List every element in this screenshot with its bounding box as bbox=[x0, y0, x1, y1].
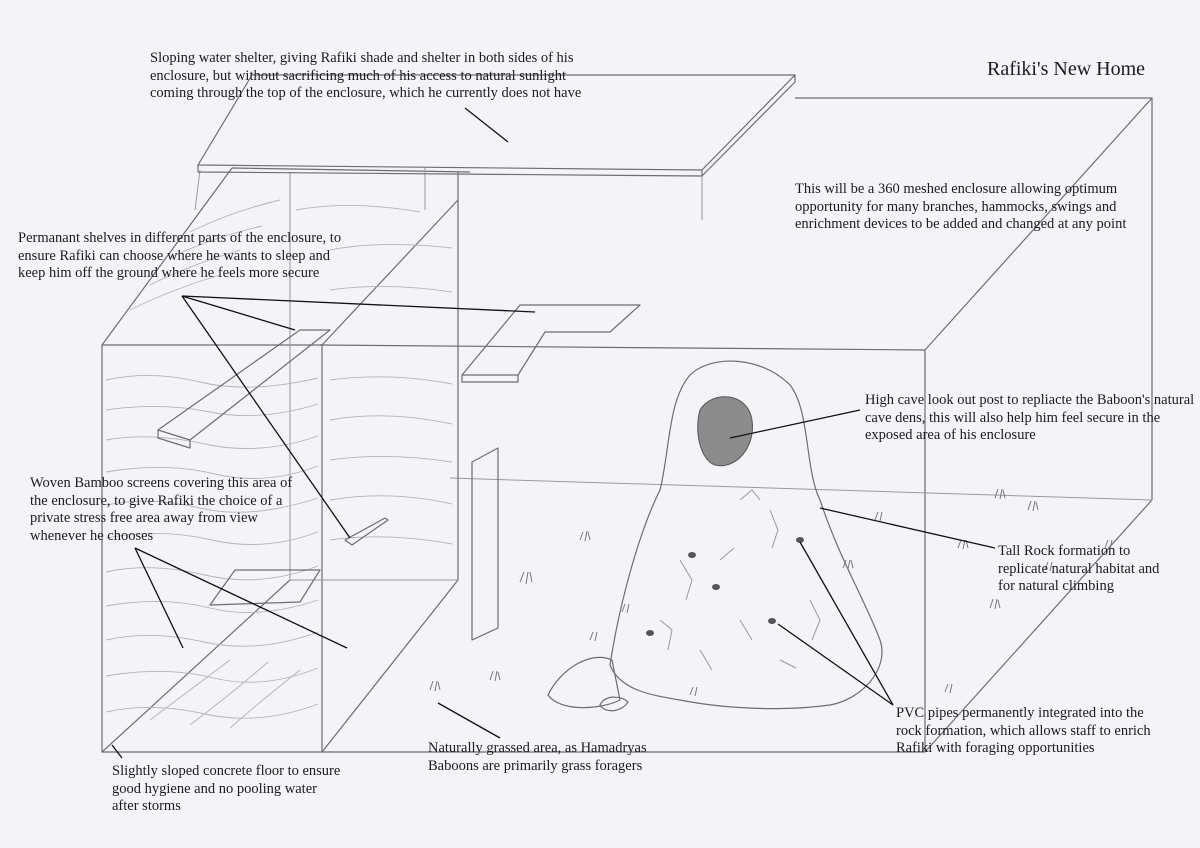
diagram-title: Rafiki's New Home bbox=[987, 58, 1146, 80]
leader-shelf-1 bbox=[181, 295, 296, 331]
leader-cave bbox=[729, 409, 861, 439]
leader-bamboo-2 bbox=[134, 547, 348, 649]
grass-tufts bbox=[429, 488, 1113, 697]
rock-formation bbox=[547, 360, 883, 712]
leader-water-shelter bbox=[464, 107, 509, 143]
annotation-meshed-enclosure: This will be a 360 meshed enclosure allo… bbox=[795, 181, 1127, 232]
leader-lines bbox=[111, 107, 996, 759]
leader-pvc-2 bbox=[777, 623, 894, 706]
water-shelter-roof bbox=[197, 74, 796, 177]
annotation-rock: Tall Rock formation to replicate natural… bbox=[998, 543, 1160, 594]
annotation-water-shelter: Sloping water shelter, giving Rafiki sha… bbox=[150, 50, 582, 101]
leader-shelf-2 bbox=[181, 295, 536, 313]
annotation-cave: High cave look out post to repliacte the… bbox=[865, 392, 1195, 443]
leader-shelf-3 bbox=[181, 295, 351, 539]
shelves bbox=[157, 304, 641, 606]
bamboo-screen-block bbox=[101, 167, 499, 753]
leader-bamboo-1 bbox=[134, 547, 184, 649]
annotation-concrete: Slightly sloped concrete floor to ensure… bbox=[112, 763, 341, 814]
annotation-bamboo: Woven Bamboo screens covering this area … bbox=[30, 475, 293, 544]
annotation-pvc: PVC pipes permanently integrated into th… bbox=[896, 705, 1151, 756]
leader-concrete bbox=[111, 744, 123, 759]
leader-pvc-1 bbox=[799, 541, 894, 706]
leader-rock bbox=[819, 507, 996, 549]
enclosure-box bbox=[319, 97, 1153, 753]
leader-grass bbox=[437, 702, 501, 739]
annotation-shelves: Permanant shelves in different parts of … bbox=[18, 230, 342, 281]
annotation-grass: Naturally grassed area, as Hamadryas Bab… bbox=[428, 740, 647, 774]
